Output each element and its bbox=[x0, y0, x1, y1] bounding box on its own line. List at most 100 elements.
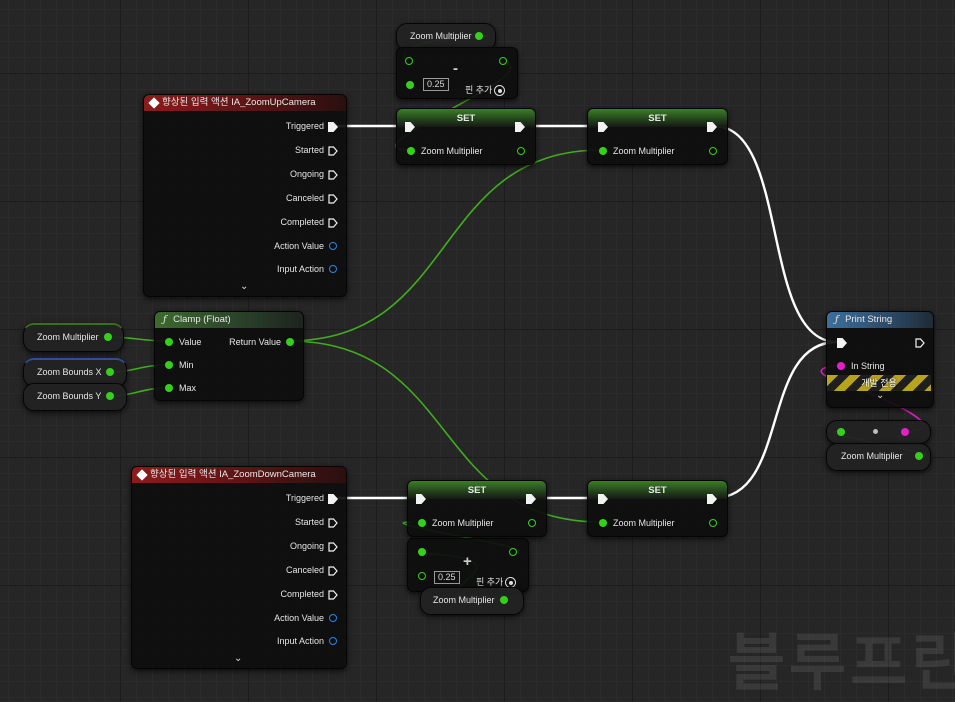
getter-zoom-multiplier-bottom[interactable]: Zoom Multiplier bbox=[420, 587, 524, 615]
exec-in-pin[interactable] bbox=[598, 494, 608, 504]
set-node-up-1[interactable]: SET Zoom Multiplier bbox=[396, 108, 536, 165]
data-pin-action-value[interactable] bbox=[329, 614, 337, 622]
expand-chevron-icon[interactable]: ⌄ bbox=[240, 281, 249, 292]
getter-zoom-multiplier[interactable]: Zoom Multiplier bbox=[23, 323, 124, 352]
conversion-node-float-to-string[interactable] bbox=[826, 420, 931, 444]
print-string-title: Print String bbox=[845, 314, 893, 325]
input-pin-zoom-multiplier[interactable] bbox=[418, 519, 426, 527]
output-pin[interactable] bbox=[500, 596, 508, 604]
exec-pin-started[interactable] bbox=[328, 518, 338, 528]
pin-label-max: Max bbox=[179, 383, 197, 393]
exec-wire-down-print bbox=[712, 340, 839, 500]
input-pin-min[interactable] bbox=[165, 361, 173, 369]
data-pin-input-action[interactable] bbox=[329, 265, 337, 273]
add-symbol: + bbox=[463, 553, 472, 570]
exec-out-pin[interactable] bbox=[915, 338, 925, 348]
output-pin[interactable] bbox=[915, 452, 923, 460]
exec-pin-completed[interactable] bbox=[328, 218, 338, 228]
output-pin[interactable] bbox=[104, 333, 112, 341]
add-node[interactable]: 0.25 + 핀 추가 bbox=[407, 538, 529, 592]
output-pin[interactable] bbox=[106, 368, 114, 376]
output-pin-zoom-multiplier[interactable] bbox=[517, 147, 525, 155]
pin-label-completed: Completed bbox=[280, 589, 324, 599]
expand-chevron-icon[interactable]: ⌄ bbox=[234, 653, 243, 664]
set-header bbox=[588, 109, 727, 127]
event-node-header: 향상된 입력 액션 IA_ZoomDownCamera bbox=[132, 467, 346, 483]
pin-label-input-action: Input Action bbox=[276, 636, 324, 646]
input-pin-in-string[interactable] bbox=[837, 362, 845, 370]
input-pin-float[interactable] bbox=[837, 428, 845, 436]
exec-pin-triggered[interactable] bbox=[328, 494, 338, 504]
output-pin-zoom-multiplier[interactable] bbox=[528, 519, 536, 527]
data-pin-action-value[interactable] bbox=[329, 242, 337, 250]
output-pin[interactable] bbox=[106, 392, 114, 400]
set-title: SET bbox=[648, 485, 667, 496]
pin-label-triggered: Triggered bbox=[285, 121, 324, 131]
add-value-field[interactable]: 0.25 bbox=[434, 571, 460, 584]
add-pin-button[interactable]: 핀 추가 bbox=[465, 83, 506, 97]
input-pin-b[interactable] bbox=[406, 81, 414, 89]
clamp-header: ƒ Clamp (Float) bbox=[155, 312, 303, 328]
function-icon: ƒ bbox=[163, 314, 167, 325]
getter-zoom-bounds-y[interactable]: Zoom Bounds Y bbox=[23, 383, 127, 411]
input-pin-zoom-multiplier[interactable] bbox=[599, 519, 607, 527]
development-only-label: 개발 전용 bbox=[861, 378, 897, 388]
development-only-bar: 개발 전용 bbox=[827, 375, 931, 391]
event-node-zoom-down[interactable]: 향상된 입력 액션 IA_ZoomDownCamera Triggered St… bbox=[131, 466, 347, 669]
exec-out-pin[interactable] bbox=[515, 122, 525, 132]
event-node-header: 향상된 입력 액션 IA_ZoomUpCamera bbox=[144, 95, 346, 111]
getter-label: Zoom Multiplier bbox=[433, 595, 495, 605]
add-pin-label: 핀 추가 bbox=[465, 85, 493, 95]
exec-pin-ongoing[interactable] bbox=[328, 170, 338, 180]
set-title: SET bbox=[456, 113, 476, 124]
output-pin-string[interactable] bbox=[901, 428, 909, 436]
input-pin-a[interactable] bbox=[405, 57, 413, 65]
output-pin-return-value[interactable] bbox=[286, 338, 294, 346]
subtract-node[interactable]: 0.25 - 핀 추가 bbox=[396, 47, 518, 99]
input-pin-zoom-multiplier[interactable] bbox=[599, 147, 607, 155]
clamp-title: Clamp (Float) bbox=[173, 314, 231, 325]
output-pin[interactable] bbox=[509, 548, 517, 556]
output-pin[interactable] bbox=[475, 32, 483, 40]
output-pin[interactable] bbox=[499, 57, 507, 65]
exec-pin-canceled[interactable] bbox=[328, 566, 338, 576]
output-pin-zoom-multiplier[interactable] bbox=[709, 519, 717, 527]
pin-label-return-value: Return Value bbox=[229, 337, 281, 347]
event-icon bbox=[136, 469, 148, 481]
clamp-float-node[interactable]: ƒ Clamp (Float) Value Min Max Return Val… bbox=[154, 311, 304, 401]
pin-label-ongoing: Ongoing bbox=[289, 169, 324, 179]
exec-pin-completed[interactable] bbox=[328, 590, 338, 600]
input-pin-zoom-multiplier[interactable] bbox=[407, 147, 415, 155]
getter-label: Zoom Multiplier bbox=[37, 332, 99, 342]
exec-in-pin[interactable] bbox=[837, 338, 847, 348]
exec-out-pin[interactable] bbox=[707, 122, 717, 132]
event-node-title: 향상된 입력 액션 IA_ZoomDownCamera bbox=[150, 469, 316, 480]
print-string-node[interactable]: ƒ Print String In String 개발 전용 ⌄ bbox=[826, 311, 934, 408]
exec-pin-triggered[interactable] bbox=[328, 122, 338, 132]
exec-out-pin[interactable] bbox=[707, 494, 717, 504]
getter-zoom-multiplier-print[interactable]: Zoom Multiplier bbox=[826, 443, 931, 471]
exec-wire-up-print bbox=[712, 124, 839, 344]
event-node-zoom-up[interactable]: 향상된 입력 액션 IA_ZoomUpCamera Triggered Star… bbox=[143, 94, 347, 297]
exec-pin-ongoing[interactable] bbox=[328, 542, 338, 552]
data-pin-input-action[interactable] bbox=[329, 637, 337, 645]
expand-chevron-icon[interactable]: ⌄ bbox=[876, 390, 885, 401]
input-pin-a[interactable] bbox=[418, 548, 426, 556]
input-pin-value[interactable] bbox=[165, 338, 173, 346]
output-pin-zoom-multiplier[interactable] bbox=[709, 147, 717, 155]
subtract-symbol: - bbox=[453, 60, 458, 77]
set-node-down-1[interactable]: SET Zoom Multiplier bbox=[407, 480, 547, 537]
function-icon: ƒ bbox=[835, 314, 839, 325]
input-pin-max[interactable] bbox=[165, 384, 173, 392]
set-title: SET bbox=[467, 485, 487, 496]
exec-pin-canceled[interactable] bbox=[328, 194, 338, 204]
pin-label-zoom-multiplier: Zoom Multiplier bbox=[613, 146, 675, 156]
input-pin-b[interactable] bbox=[418, 572, 426, 580]
set-node-up-2[interactable]: SET Zoom Multiplier bbox=[587, 108, 728, 165]
set-node-down-2[interactable]: SET Zoom Multiplier bbox=[587, 480, 728, 537]
subtract-value-field[interactable]: 0.25 bbox=[423, 78, 449, 91]
exec-in-pin[interactable] bbox=[598, 122, 608, 132]
pin-label-value: Value bbox=[179, 337, 202, 347]
exec-pin-started[interactable] bbox=[328, 146, 338, 156]
